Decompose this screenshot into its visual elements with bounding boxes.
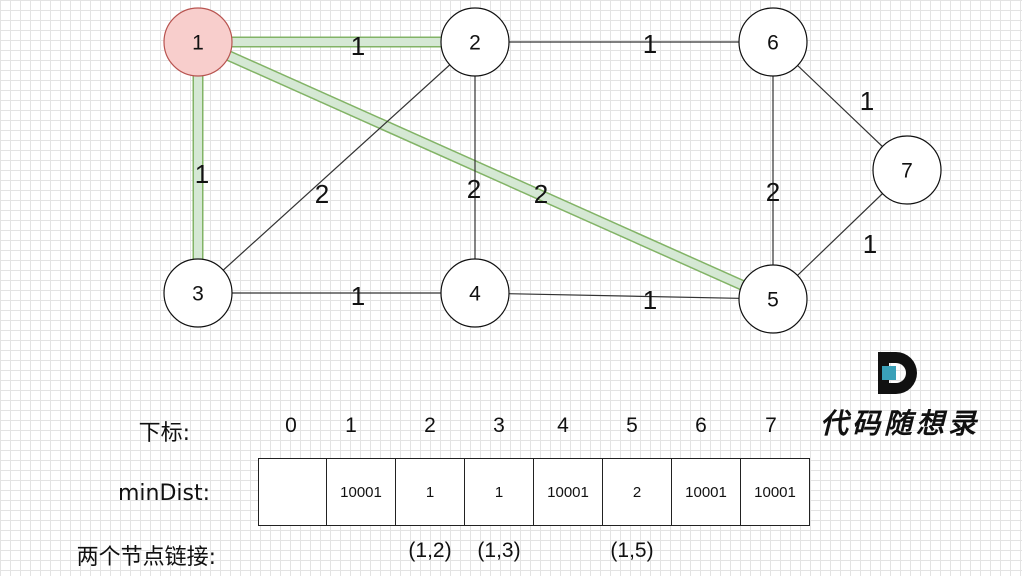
- edge-2-3: [197, 41, 476, 294]
- index-2: 2: [424, 414, 436, 437]
- node-label-4: 4: [469, 283, 481, 306]
- mindist-cell-3: 1: [464, 458, 534, 526]
- mindist-cell-2: 1: [395, 458, 465, 526]
- node-label-1: 1: [192, 32, 204, 55]
- node-7: [872, 135, 942, 205]
- link-2: (1,2): [408, 539, 452, 562]
- index-6: 6: [695, 414, 707, 437]
- edge-4-5: [474, 292, 774, 300]
- node-label-2: 2: [469, 32, 481, 55]
- node-label-6: 6: [767, 32, 779, 55]
- edge-weight-1-3: 1: [195, 159, 209, 189]
- links-row-label: 两个节点链接:: [76, 545, 216, 570]
- node-4: [440, 258, 510, 328]
- mindist-row-label: minDist:: [117, 481, 210, 506]
- mindist-cell-1: 10001: [326, 458, 396, 526]
- edge-weight-6-7: 1: [860, 86, 874, 116]
- mindist-cell-0: [258, 458, 327, 526]
- node-label-3: 3: [192, 283, 204, 306]
- letter-d-logo-icon: [878, 352, 917, 394]
- node-3: [163, 258, 233, 328]
- index-row-label: 下标:: [138, 421, 190, 446]
- mindist-cell-6: 10001: [671, 458, 741, 526]
- mindist-cell-4: 10001: [533, 458, 603, 526]
- node-1: [163, 7, 233, 77]
- brand-logo: 代码随想录: [820, 352, 980, 442]
- index-4: 4: [557, 414, 569, 437]
- edge-weight-2-6: 1: [643, 29, 657, 59]
- mindist-cell-5: 2: [602, 458, 672, 526]
- node-label-5: 5: [767, 289, 779, 312]
- link-5: (1,5): [610, 539, 654, 562]
- node-5: [738, 264, 808, 334]
- edge-weight-1-2: 1: [351, 31, 365, 61]
- index-3: 3: [493, 414, 505, 437]
- edge-weight-3-4: 1: [351, 281, 365, 311]
- edge-weight-6-5: 2: [766, 177, 780, 207]
- node-2: [440, 7, 510, 77]
- index-1: 1: [345, 414, 357, 437]
- edge-weight-2-3: 2: [315, 179, 329, 209]
- node-label-7: 7: [901, 160, 913, 183]
- index-0: 0: [285, 414, 297, 437]
- edge-weight-1-5: 2: [534, 179, 548, 209]
- index-7: 7: [765, 414, 777, 437]
- edge-weight-2-4: 2: [467, 174, 481, 204]
- edge-weight-7-5: 1: [863, 229, 877, 259]
- mindist-cell-7: 10001: [740, 458, 810, 526]
- node-6: [738, 7, 808, 77]
- edge-weight-4-5: 1: [643, 285, 657, 315]
- link-3: (1,3): [477, 539, 521, 562]
- highlight-edge-1-5: [196, 38, 775, 303]
- brand-name: 代码随想录: [820, 407, 981, 440]
- index-5: 5: [626, 414, 638, 437]
